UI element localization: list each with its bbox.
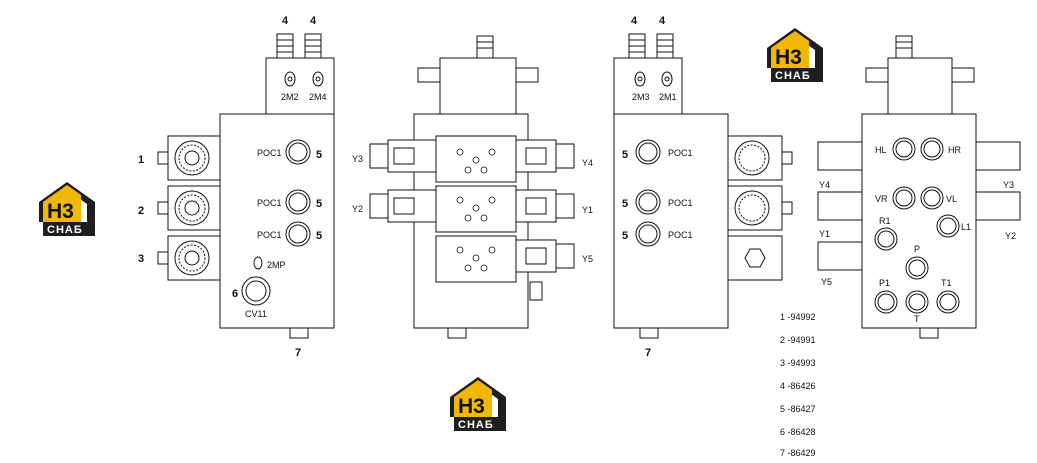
callout-3: 3 <box>138 253 144 265</box>
callout-5a: 5 <box>316 149 322 161</box>
cartridge-3 <box>157 235 221 281</box>
coil-label-rear-y4: Y4 <box>819 180 830 190</box>
callout-4b: 4 <box>310 15 317 27</box>
coil-y4 <box>515 139 575 173</box>
svg-text:H3: H3 <box>775 46 802 69</box>
coil-label-rear-y3: Y3 <box>1003 180 1014 190</box>
port-label-poc1-b: POC1 <box>257 198 282 208</box>
coil-label-y5: Y5 <box>582 254 593 264</box>
svg-text:СНАБ: СНАБ <box>458 419 494 431</box>
coil-y5 <box>515 239 575 273</box>
parts-list: 1 -94992 2 -94991 3 -94993 4 -86426 5 -8… <box>780 312 816 458</box>
port-label-poc1-d: POC1 <box>668 148 693 158</box>
port-label-poc1-e: POC1 <box>668 198 693 208</box>
part-row-4: 4 -86426 <box>780 381 816 391</box>
port-label-t1: T1 <box>941 278 952 288</box>
cartridge-1 <box>157 135 221 181</box>
gauge-label-2mp: 2MP <box>267 260 286 270</box>
coil-label-rear-y1: Y1 <box>819 229 830 239</box>
coil-label-y1: Y1 <box>582 205 593 215</box>
coil-label-y3: Y3 <box>352 154 363 164</box>
port-label-vl: VL <box>946 194 957 204</box>
part-row-7: 7 -86429 <box>780 448 816 458</box>
coil-label-rear-y2: Y2 <box>1005 231 1016 241</box>
callout-5d: 5 <box>622 149 628 161</box>
valve-view-front-left: 4 4 2M2 2M4 1 2 3 POC1 5 POC1 <box>138 15 335 359</box>
coil-label-y4: Y4 <box>582 158 593 168</box>
callout-2: 2 <box>138 205 144 217</box>
port-label-l1: L1 <box>961 222 971 232</box>
valve-view-side-coils: Y3 Y2 Y4 Y1 Y5 <box>352 35 593 339</box>
callout-5b: 5 <box>316 198 322 210</box>
svg-text:СНАБ: СНАБ <box>775 70 811 82</box>
cartridge-2 <box>157 185 221 231</box>
callout-6: 6 <box>232 288 238 300</box>
callout-5e: 5 <box>622 198 628 210</box>
connector-left <box>276 33 294 59</box>
port-label-t: T <box>914 314 920 324</box>
port-label-r1: R1 <box>879 216 891 226</box>
port-label-p: P <box>914 244 920 254</box>
port-label-poc1-a: POC1 <box>257 148 282 158</box>
coil-y3 <box>369 139 437 173</box>
coil-y2 <box>369 189 437 223</box>
port-label-poc1-f: POC1 <box>668 230 693 240</box>
part-row-3: 3 -94993 <box>780 358 816 368</box>
part-row-5: 5 -86427 <box>780 404 816 414</box>
callout-1: 1 <box>138 154 144 166</box>
callout-5c: 5 <box>316 230 322 242</box>
valve-view-rear-ports: Y4 Y1 Y5 Y3 Y2 HL HR VR VL R1 L1 P P1 T1… <box>817 35 1021 339</box>
port-label-p1: P1 <box>879 278 890 288</box>
valve-view-front-right: 4 4 2M3 2M1 5 POC1 5 POC1 5 POC1 7 <box>613 15 793 359</box>
switch-label-2m2: 2M2 <box>281 92 299 102</box>
connector-right <box>304 33 322 59</box>
switch-label-2m1: 2M1 <box>659 92 677 102</box>
svg-text:H3: H3 <box>458 395 485 418</box>
part-row-2: 2 -94991 <box>780 335 816 345</box>
part-row-1: 1 -94992 <box>780 312 816 322</box>
callout-7b: 7 <box>645 347 651 359</box>
valve-label-cv11: CV11 <box>245 309 267 319</box>
callout-7a: 7 <box>295 347 301 359</box>
port-label-poc1-c: POC1 <box>257 230 282 240</box>
port-label-hr: HR <box>948 145 961 155</box>
callout-5f: 5 <box>622 230 628 242</box>
coil-label-y2: Y2 <box>352 204 363 214</box>
callout-4d: 4 <box>659 15 666 27</box>
svg-text:СНАБ: СНАБ <box>47 224 83 236</box>
coil-label-rear-y5: Y5 <box>821 277 832 287</box>
port-label-vr: VR <box>875 194 888 204</box>
switch-label-2m3: 2M3 <box>632 92 650 102</box>
callout-4c: 4 <box>631 15 638 27</box>
svg-text:H3: H3 <box>47 200 74 223</box>
switch-label-2m4: 2M4 <box>309 92 327 102</box>
callout-4a: 4 <box>282 15 289 27</box>
coil-y1 <box>515 189 575 223</box>
part-row-6: 6 -86428 <box>780 427 816 437</box>
port-label-hl: HL <box>875 145 887 155</box>
